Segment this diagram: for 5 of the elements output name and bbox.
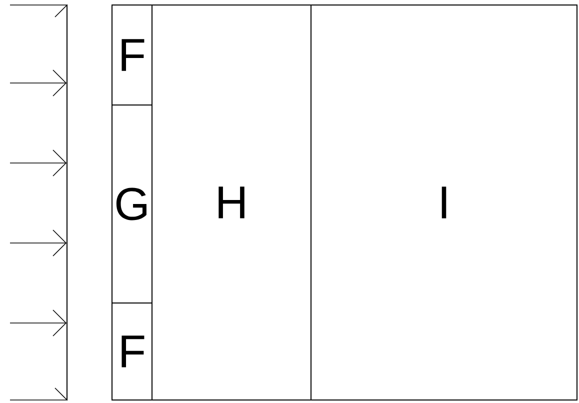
layer-box: F [112, 302, 152, 400]
layer-box: I [310, 4, 578, 400]
layer-box: H [152, 4, 312, 400]
layer-box: G [112, 104, 152, 304]
layer-box: F [112, 4, 152, 106]
